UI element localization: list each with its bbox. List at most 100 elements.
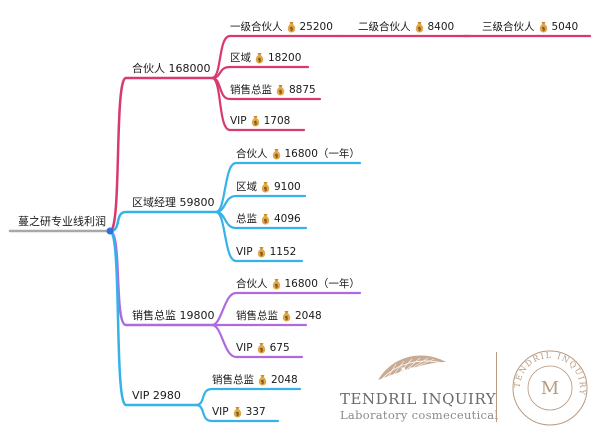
branch-3-child-0-node: 销售总监 $2048 (212, 373, 298, 387)
branch-1-child-3-node: VIP$1152 (236, 245, 296, 259)
node-role: VIP (230, 115, 247, 127)
node-amount: 337 (245, 406, 266, 418)
tendril-leaf-logo-icon: M (378, 355, 446, 381)
branch-label-text: 合伙人 168000 (132, 62, 211, 75)
brand-subtitle: Laboratory cosmeceutical (340, 408, 499, 422)
brand-name: TENDRIL INQUIRY (340, 390, 497, 408)
node-amount: 16800（一年） (284, 148, 360, 160)
branch-0-connector (108, 76, 214, 233)
branch-0-child-0-node: 一级合伙人 $25200 (230, 20, 333, 34)
money-bag-icon: $ (275, 84, 286, 96)
branch-0-child-1-node: 区域 $18200 (230, 51, 301, 65)
branch-3-child-1-node: VIP$337 (212, 405, 266, 419)
branch-label-text: 销售总监 19800 (132, 309, 215, 322)
money-bag-icon: $ (232, 406, 243, 418)
branch-0-child-2-node: 销售总监 $8875 (230, 83, 316, 97)
node-amount: 675 (269, 342, 290, 354)
branch-0-chain-1-node: 三级合伙人 $5040 (482, 20, 578, 34)
branch-1-child-1-node: 区域 $9100 (236, 180, 301, 194)
node-role: 一级合伙人 (230, 21, 283, 33)
money-bag-icon: $ (271, 278, 282, 290)
node-amount: 2048 (271, 374, 298, 386)
branch-1-child-0-node: 合伙人 $16800（一年） (236, 147, 360, 161)
svg-text:M: M (400, 366, 414, 381)
money-bag-icon: $ (538, 21, 549, 33)
svg-text:$: $ (264, 219, 268, 225)
branch-0-child-1-connector (210, 65, 310, 80)
svg-text:$: $ (289, 27, 293, 33)
svg-text:$: $ (417, 27, 421, 33)
node-role: 销售总监 (230, 84, 272, 96)
svg-text:$: $ (235, 412, 239, 418)
branch-2-child-2-connector (210, 323, 304, 359)
node-role: 二级合伙人 (358, 21, 411, 33)
branch-0-child-3-connector (210, 76, 306, 132)
node-role: 销售总监 (212, 374, 254, 386)
money-bag-icon: $ (260, 181, 271, 193)
money-bag-icon: $ (256, 342, 267, 354)
branch-0-node: 合伙人 168000 (132, 62, 211, 76)
branch-label-text: VIP 2980 (132, 389, 181, 402)
node-amount: 18200 (268, 52, 302, 64)
svg-text:M: M (541, 378, 559, 399)
node-role: VIP (236, 342, 253, 354)
node-role: 三级合伙人 (482, 21, 535, 33)
money-bag-icon: $ (286, 21, 297, 33)
branch-3-child-0-connector (194, 387, 302, 407)
branch-2-child-0-node: 合伙人 $16800（一年） (236, 277, 360, 291)
branch-1-node: 区域经理 59800 (132, 196, 215, 210)
node-role: 总监 (236, 213, 257, 225)
branch-2-child-0-connector (210, 291, 362, 327)
root-node-label: 蔓之研专业线利润 (18, 215, 106, 228)
branch-label-text: 区域经理 59800 (132, 196, 215, 209)
svg-text:$: $ (253, 121, 257, 127)
branch-3-child-1-connector (194, 403, 280, 423)
node-amount: 1708 (263, 115, 291, 127)
svg-text:$: $ (259, 252, 263, 258)
branch-2-child-2-node: VIP $675 (236, 341, 290, 355)
money-bag-icon: $ (256, 246, 267, 258)
branch-2-node: 销售总监 19800 (132, 309, 215, 323)
svg-text:$: $ (274, 284, 278, 290)
node-role: 销售总监 (236, 310, 278, 322)
node-amount: 8875 (289, 84, 316, 96)
money-bag-icon: $ (260, 213, 271, 225)
svg-text:$: $ (258, 58, 262, 64)
node-amount: 1152 (269, 246, 297, 258)
node-amount: 5040 (551, 21, 579, 33)
branch-1-child-3-connector (214, 210, 304, 263)
node-amount: 4096 (274, 213, 301, 225)
money-bag-icon: $ (257, 374, 268, 386)
branch-2-child-1-node: 销售总监$2048 (236, 309, 322, 323)
node-amount: 8400 (427, 21, 455, 33)
branch-3-node: VIP 2980 (132, 389, 181, 403)
node-amount: 25200 (299, 21, 333, 33)
svg-text:$: $ (274, 154, 278, 160)
svg-text:$: $ (541, 27, 545, 33)
node-amount: 2048 (295, 310, 322, 322)
node-amount: 9100 (274, 181, 301, 193)
svg-text:$: $ (264, 187, 268, 193)
branch-1-child-1-connector (214, 194, 307, 214)
root-node-dot (106, 227, 114, 235)
money-bag-icon: $ (254, 52, 265, 64)
node-role: 区域 (230, 52, 251, 64)
brand-divider (496, 352, 497, 422)
branch-3-connector (108, 229, 198, 407)
money-bag-icon: $ (414, 21, 425, 33)
branch-0-child-3-node: VIP $1708 (230, 114, 290, 128)
brand-seal-icon: TENDRIL INQUIRY M (512, 350, 588, 426)
branch-1-connector (108, 210, 218, 233)
money-bag-icon: $ (250, 115, 261, 127)
svg-text:$: $ (261, 380, 265, 386)
branch-0-chain-0-node: 二级合伙人 $8400 (358, 20, 454, 34)
branch-1-child-2-node: 总监 $4096 (236, 212, 301, 226)
svg-text:$: $ (259, 348, 263, 354)
svg-text:$: $ (279, 90, 283, 96)
node-role: 合伙人 (236, 148, 268, 160)
node-role: 合伙人 (236, 278, 268, 290)
node-role: 区域 (236, 181, 257, 193)
money-bag-icon: $ (281, 310, 292, 322)
node-amount: 16800（一年） (284, 278, 360, 290)
